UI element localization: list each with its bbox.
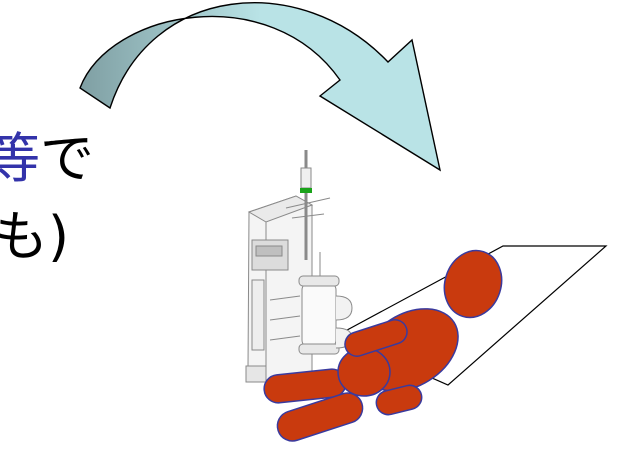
text-line-1-rest: で <box>40 127 94 190</box>
text-line-2: も) <box>0 210 69 264</box>
curved-arrow-icon <box>80 3 440 170</box>
dialysis-machine-icon <box>246 150 352 382</box>
text-line-1: 等で <box>0 132 94 186</box>
text-line-1-accent: 等 <box>0 127 40 190</box>
